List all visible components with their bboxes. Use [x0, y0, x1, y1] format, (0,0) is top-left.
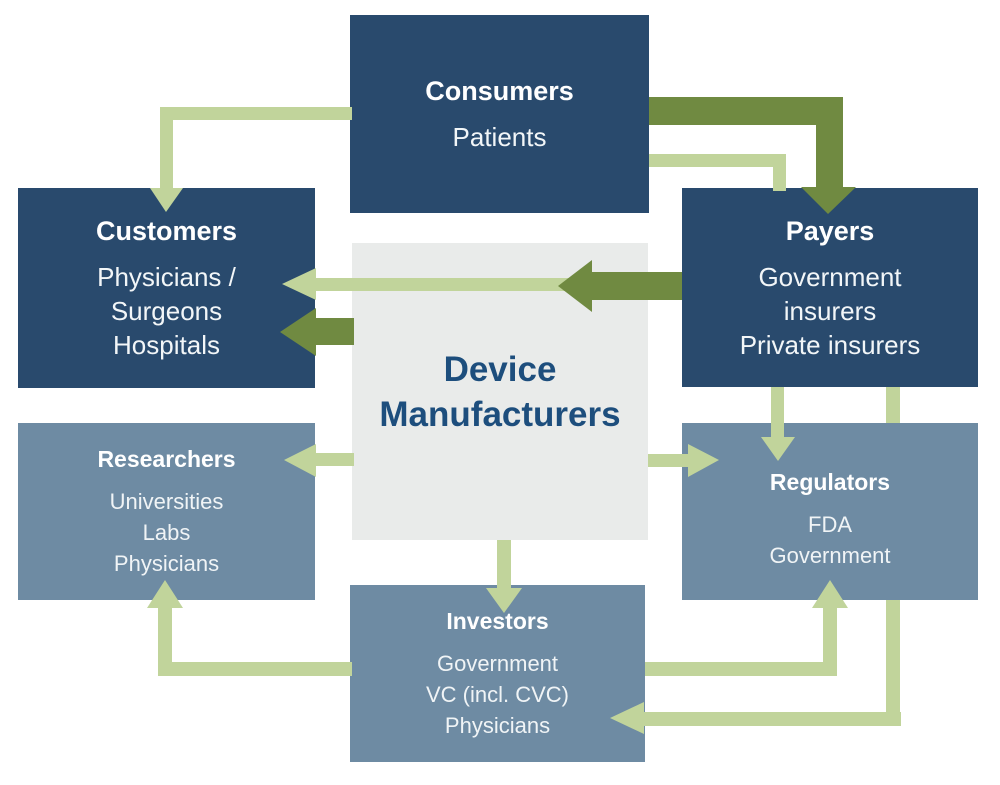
node-investors-item: Government	[436, 651, 559, 676]
arrow-consumers-to-payers-light-green	[649, 154, 786, 191]
node-investors-title: Investors	[446, 608, 549, 634]
node-device-manufacturers-title-line1: Device	[443, 349, 557, 389]
node-customers-title: Customers	[95, 216, 238, 246]
node-researchers-title: Researchers	[97, 446, 236, 472]
arrow-shaft	[312, 453, 354, 466]
arrow-shaft	[823, 604, 837, 676]
node-regulators-title: Regulators	[769, 468, 891, 495]
node-researchers: Researchers Universities Labs Physicians	[18, 423, 315, 600]
arrow-payers-to-investors	[610, 702, 901, 734]
arrow-shaft	[640, 712, 901, 726]
arrow-shaft	[160, 107, 173, 192]
node-payers-item: insurers	[783, 295, 877, 326]
arrow-shaft	[497, 540, 511, 590]
arrow-shaft	[649, 97, 843, 125]
arrow-shaft	[649, 154, 786, 167]
node-regulators-item: FDA	[808, 511, 852, 537]
node-device-manufacturers-title-line2: Manufacturers	[379, 394, 621, 434]
node-customers-item: Hospitals	[113, 330, 220, 360]
node-customers-item: Physicians /	[97, 262, 236, 292]
node-consumers: Consumers Patients	[350, 15, 649, 213]
node-regulators-item: Government	[769, 542, 891, 568]
node-researchers-item: Labs	[142, 520, 191, 545]
node-researchers-item: Universities	[109, 489, 224, 514]
node-researchers-item: Physicians	[113, 551, 220, 576]
arrow-shaft	[312, 318, 354, 345]
node-investors-item: VC (incl. CVC)	[425, 682, 569, 707]
node-customers-item: Surgeons	[110, 296, 223, 326]
node-investors-item: Physicians	[444, 713, 551, 738]
arrow-shaft	[160, 107, 352, 120]
node-payers-item: Government	[758, 261, 902, 292]
node-regulators: Regulators FDA Government	[682, 423, 978, 600]
arrow-shaft	[158, 662, 352, 676]
node-payers: Payers Government insurers Private insur…	[682, 188, 978, 387]
arrow-shaft	[773, 154, 786, 191]
node-customers: Customers Physicians / Surgeons Hospital…	[18, 188, 315, 388]
node-investors: Investors Government VC (incl. CVC) Phys…	[350, 585, 645, 762]
node-payers-item: Private insurers	[739, 329, 921, 360]
arrow-shaft	[158, 604, 172, 676]
arrow-shaft	[816, 97, 843, 189]
node-consumers-title: Consumers	[425, 76, 574, 106]
node-consumers-item: Patients	[452, 122, 547, 152]
arrow-shaft	[645, 662, 837, 676]
node-device-manufacturers: Device Manufacturers	[352, 243, 648, 540]
node-payers-title: Payers	[785, 215, 875, 246]
